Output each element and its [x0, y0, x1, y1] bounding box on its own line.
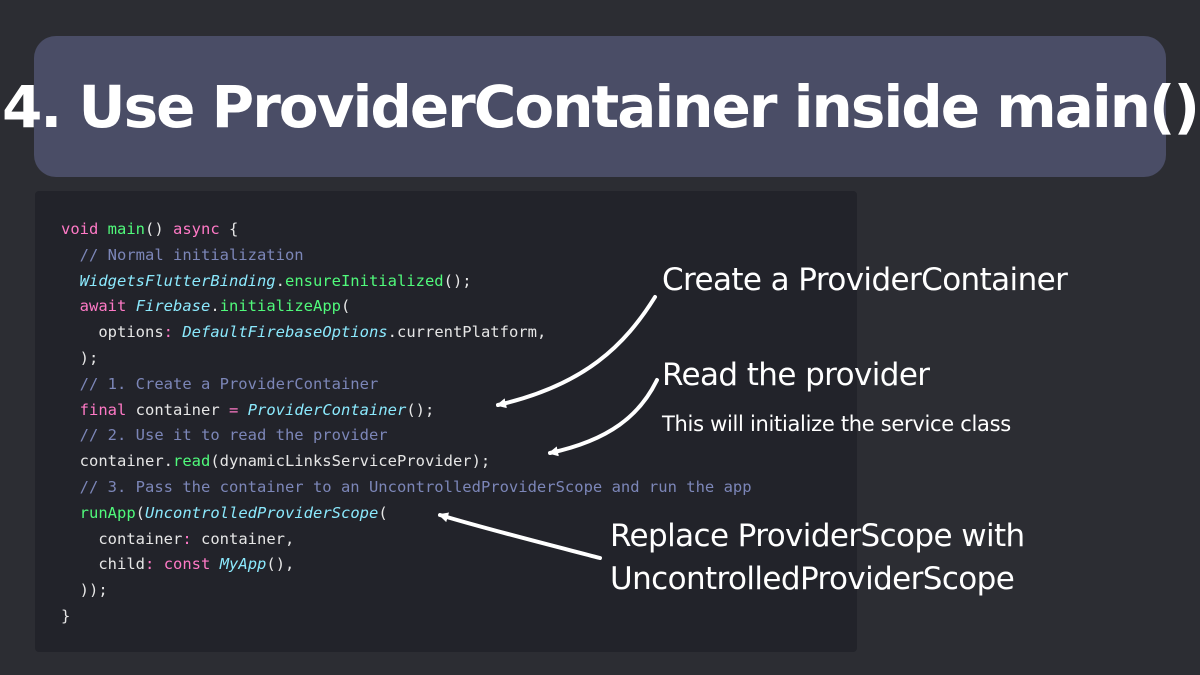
code-token: ( — [135, 503, 146, 522]
arrow-read — [548, 378, 659, 457]
annotation-replace-line2: UncontrolledProviderScope — [610, 561, 1015, 597]
annotation-read: Read the provider — [662, 357, 930, 393]
code-token: (), — [266, 555, 295, 574]
code-line: child: const MyApp(), — [61, 552, 752, 578]
code-token: (); — [406, 400, 435, 419]
code-block: void main() async { // Normal initializa… — [61, 217, 752, 630]
code-token: container, — [191, 529, 295, 548]
code-line: // 2. Use it to read the provider — [61, 423, 752, 449]
code-token: // 1. Create a ProviderContainer — [79, 374, 379, 393]
code-token: (dynamicLinksServiceProvider); — [210, 452, 491, 471]
code-token: : — [182, 529, 192, 548]
arrow-create — [496, 295, 657, 409]
annotation-replace-line1: Replace ProviderScope with — [610, 518, 1025, 554]
code-line: // 3. Pass the container to an Uncontrol… — [61, 475, 752, 501]
code-token: )); — [61, 581, 108, 600]
code-token: DefaultFirebaseOptions — [182, 323, 388, 342]
code-token: // 3. Pass the container to an Uncontrol… — [79, 477, 752, 496]
code-token: } — [61, 606, 71, 625]
code-line: } — [61, 604, 752, 630]
code-token: container. — [61, 452, 173, 471]
code-token: = — [229, 400, 239, 419]
code-line: container.read(dynamicLinksServiceProvid… — [61, 449, 752, 475]
arrow-replace — [438, 512, 602, 560]
page-title: 4. Use ProviderContainer inside main() — [1, 72, 1200, 141]
code-token: : — [145, 555, 155, 574]
code-line: // 1. Create a ProviderContainer — [61, 372, 752, 398]
code-line: options: DefaultFirebaseOptions.currentP… — [61, 320, 752, 346]
code-token: ); — [61, 348, 99, 367]
code-token: ensureInitialized — [284, 271, 444, 290]
code-panel: void main() async { // Normal initializa… — [35, 191, 857, 652]
code-line: void main() async { — [61, 217, 752, 243]
code-token: main — [107, 220, 145, 238]
code-token: container — [61, 529, 183, 548]
code-token: child — [61, 555, 145, 574]
code-token: // 2. Use it to read the provider — [79, 426, 388, 445]
code-token: . — [275, 271, 285, 290]
code-token: const — [163, 555, 211, 574]
code-token: final — [79, 400, 127, 419]
annotation-create: Create a ProviderContainer — [662, 262, 1068, 298]
code-line: WidgetsFlutterBinding.ensureInitialized(… — [61, 269, 752, 295]
code-line: // Normal initialization — [61, 243, 752, 269]
code-token: : — [163, 323, 173, 342]
code-line: await Firebase.initializeApp( — [61, 294, 752, 320]
code-line: final container = ProviderContainer(); — [61, 398, 752, 424]
code-token: await — [79, 297, 127, 316]
code-token: . — [210, 297, 220, 316]
code-token: initializeApp — [219, 297, 342, 316]
code-token: // Normal initialization — [79, 245, 304, 264]
code-token: options — [61, 323, 164, 342]
title-banner: 4. Use ProviderContainer inside main() — [2, 36, 1200, 177]
code-token: UncontrolledProviderScope — [145, 503, 379, 522]
code-line: )); — [61, 578, 752, 604]
code-token: read — [172, 452, 211, 471]
code-token: Firebase — [135, 297, 211, 316]
code-line: container: container, — [61, 527, 752, 553]
code-token: () — [145, 220, 173, 238]
code-token: void — [61, 220, 99, 238]
code-line: ); — [61, 346, 752, 372]
code-token: { — [219, 220, 239, 238]
code-token: .currentPlatform, — [387, 323, 547, 342]
code-token: ( — [341, 297, 351, 316]
code-token: container — [126, 400, 229, 419]
code-token: ( — [378, 503, 388, 522]
code-token: (); — [443, 271, 472, 290]
code-token: runApp — [79, 503, 136, 522]
code-token: ProviderContainer — [247, 400, 407, 419]
code-token: MyApp — [219, 555, 267, 574]
annotation-read-subtitle: This will initialize the service class — [662, 412, 1011, 436]
code-token: WidgetsFlutterBinding — [79, 271, 276, 290]
code-line: runApp(UncontrolledProviderScope( — [61, 501, 752, 527]
code-token: async — [173, 220, 220, 238]
